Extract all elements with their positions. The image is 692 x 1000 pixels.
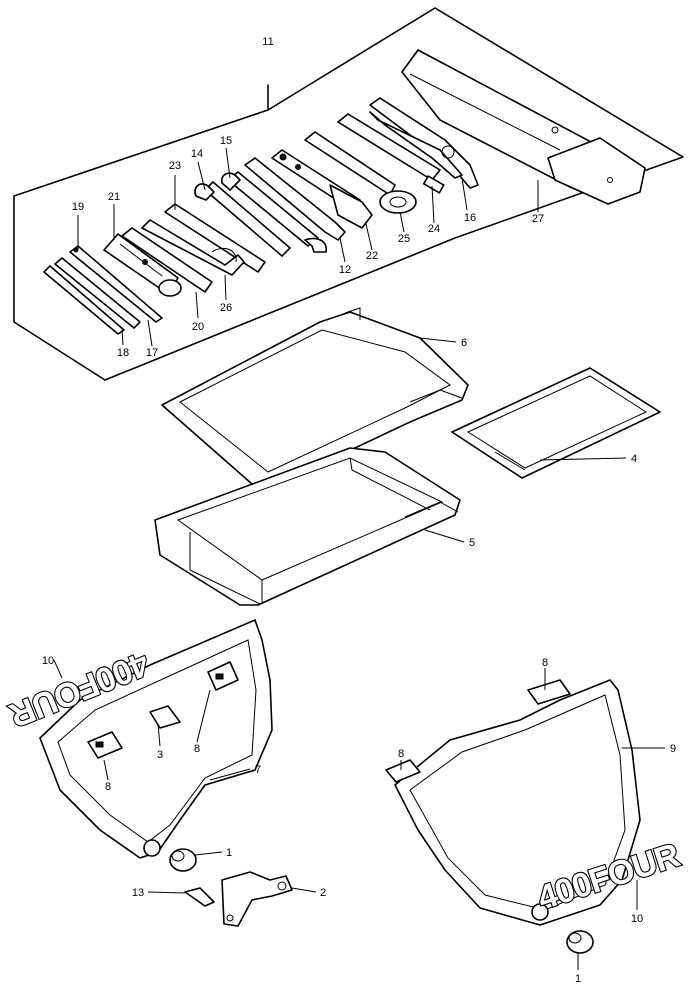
owners-manual — [451, 367, 661, 479]
left-grommets — [87, 661, 239, 759]
label-17: 17 — [146, 347, 158, 359]
mounting-bracket — [221, 871, 293, 927]
screwdriver-blades — [43, 245, 163, 335]
left-collar — [169, 848, 197, 872]
label-3: 3 — [157, 749, 163, 761]
label-8-right-upper: 8 — [542, 657, 548, 669]
label-8-right-lower: 8 — [398, 748, 404, 760]
label-9: 9 — [670, 743, 676, 755]
screwdriver-grip — [103, 233, 182, 297]
label-6: 6 — [461, 337, 467, 349]
label-18: 18 — [117, 347, 129, 359]
left-side-cover — [39, 619, 273, 859]
ring-wrench — [304, 131, 417, 214]
label-8-left-lower: 8 — [105, 781, 111, 793]
label-2: 2 — [320, 887, 326, 899]
label-27: 27 — [532, 213, 544, 225]
label-19: 19 — [72, 201, 84, 213]
open-end-wrench-15 — [220, 171, 327, 253]
pliers — [369, 97, 479, 189]
label-10-left: 10 — [42, 655, 54, 667]
tool-bag — [401, 49, 646, 205]
screwdriver-handle — [164, 203, 266, 273]
label-24: 24 — [428, 223, 440, 235]
label-20: 20 — [192, 321, 204, 333]
label-25: 25 — [398, 233, 410, 245]
label-4: 4 — [631, 453, 637, 465]
label-5: 5 — [469, 537, 475, 549]
label-7: 7 — [255, 764, 261, 776]
label-13: 13 — [132, 887, 144, 899]
right-side-cover — [394, 679, 641, 926]
spark-plug-wrench — [271, 149, 373, 229]
label-26: 26 — [220, 302, 232, 314]
label-21: 21 — [108, 191, 120, 203]
label-23: 23 — [169, 160, 181, 172]
handle-bar — [121, 227, 213, 293]
bolt — [184, 887, 215, 907]
extension-bar — [337, 113, 445, 194]
label-8-left-upper: 8 — [194, 743, 200, 755]
label-11: 11 — [262, 36, 273, 48]
label-15: 15 — [220, 135, 232, 147]
open-end-wrench-14 — [194, 181, 291, 257]
callout-labels: 11 19 21 23 14 15 16 24 25 22 12 27 26 2… — [42, 36, 676, 985]
tool-tray — [154, 447, 461, 606]
label-1-left: 1 — [226, 847, 232, 859]
box-wrench — [244, 157, 346, 241]
right-grommets — [385, 679, 571, 783]
label-1-right: 1 — [575, 973, 581, 985]
label-10-right: 10 — [631, 913, 643, 925]
label-22: 22 — [366, 250, 378, 262]
label-12: 12 — [339, 264, 351, 276]
label-16: 16 — [464, 212, 476, 224]
pin-spanner — [141, 219, 245, 276]
right-collar — [566, 930, 594, 954]
label-14: 14 — [191, 148, 203, 160]
leader-lines — [53, 147, 665, 970]
